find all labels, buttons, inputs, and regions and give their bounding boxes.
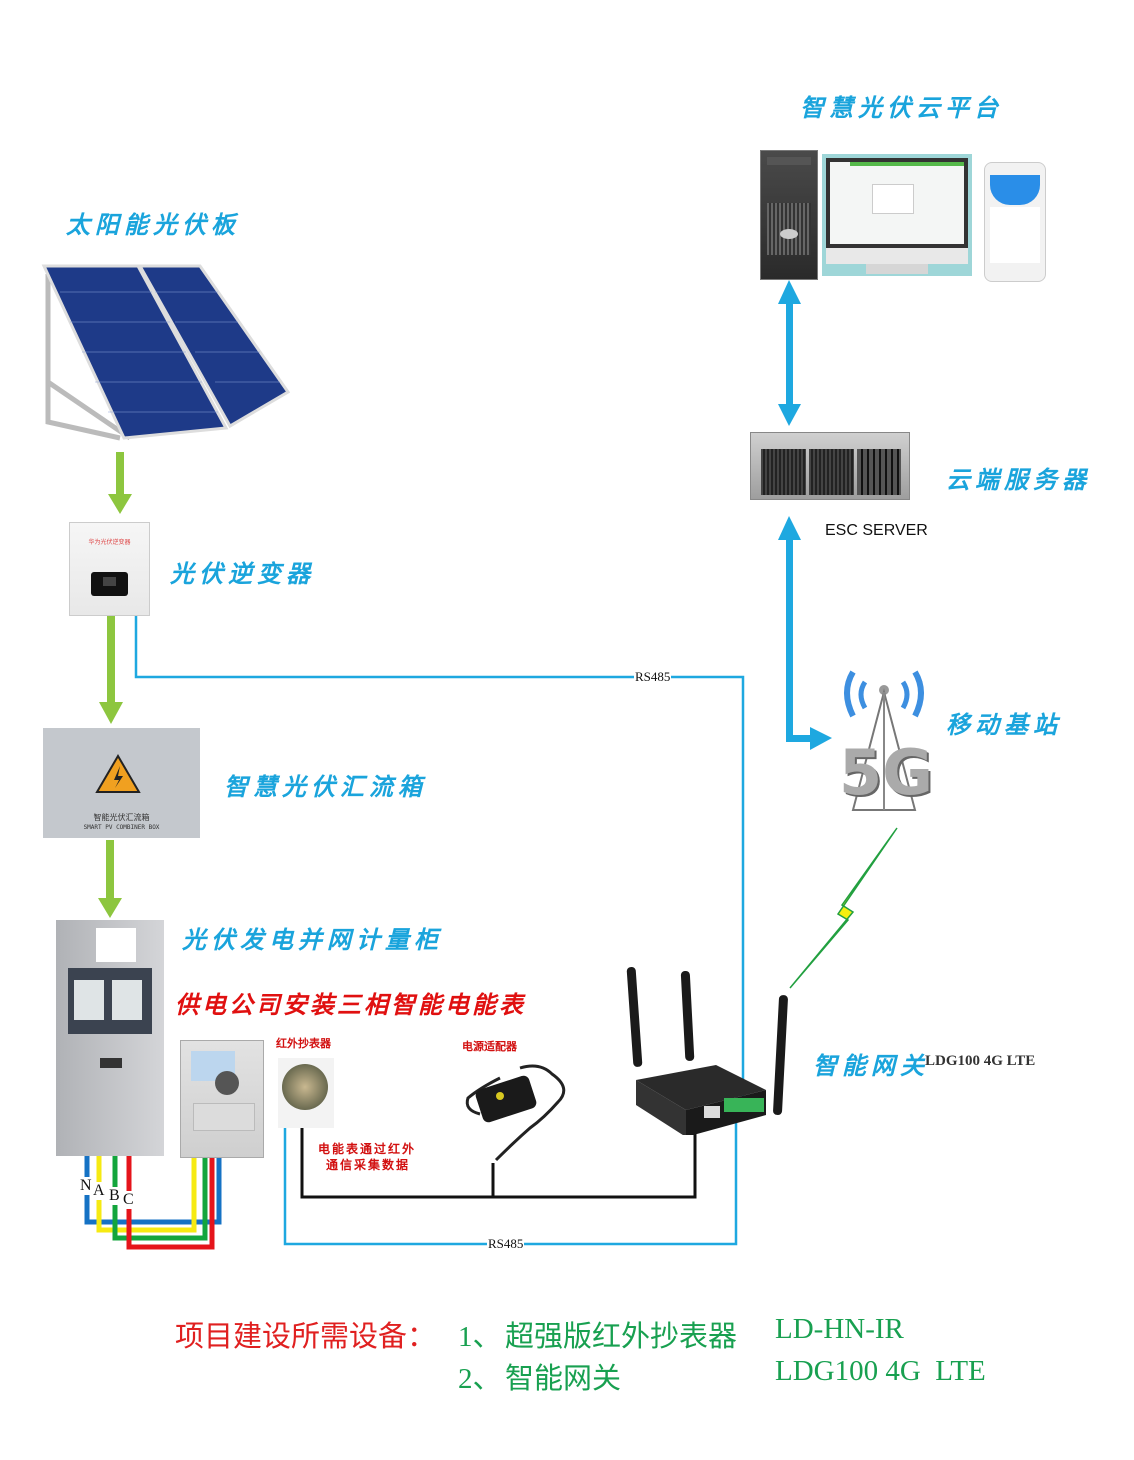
wire-n	[84, 1156, 222, 1225]
data-arrow-basestation-server	[778, 516, 832, 750]
ir-note-line1: 电能表通过红外	[318, 1142, 417, 1156]
smart-gateway-image	[626, 965, 796, 1137]
utility-meter-label: 供电公司安装三相智能电能表	[175, 990, 526, 1019]
wireless-signal-bolt-icon	[789, 827, 898, 989]
requirement-item-1-index: 1、	[458, 1321, 502, 1353]
cloud-server-label: 云端服务器	[946, 465, 1091, 494]
phase-wires	[84, 1156, 222, 1250]
ir-note-line2: 通信采集数据	[326, 1158, 411, 1172]
combiner-box-image: 智能光伏汇流箱 SMART PV COMBINER BOX	[43, 728, 200, 838]
requirement-item-2-index: 2、	[458, 1363, 502, 1395]
combiner-box-label: 智慧光伏汇流箱	[224, 772, 427, 801]
inverter-label: 光伏逆变器	[170, 559, 315, 588]
power-adapter-label: 电源适配器	[462, 1040, 517, 1053]
power-flow-arrow-panel-to-inverter	[108, 452, 132, 514]
power-flow-arrow-inverter-to-combiner	[99, 616, 123, 724]
requirement-item-1-name: 超强版红外抄表器	[505, 1321, 738, 1353]
requirements-title: 项目建设所需设备：	[175, 1321, 437, 1353]
rack-server-image	[750, 432, 910, 500]
rs485-line-inverter-gateway	[134, 616, 745, 1110]
metering-cabinet-image	[56, 920, 164, 1156]
esc-server-label: ESC SERVER	[825, 522, 928, 539]
ir-reader-image	[278, 1058, 334, 1128]
phase-label-a: A	[93, 1182, 105, 1200]
metering-cabinet-label: 光伏发电并网计量柜	[182, 925, 443, 954]
solar-panel-label: 太阳能光伏板	[66, 210, 240, 239]
wire-c	[126, 1156, 215, 1250]
inverter-image: 华为光伏逆变器	[69, 522, 150, 616]
requirement-item-2-name: 智能网关	[505, 1363, 622, 1395]
solar-panel-image	[40, 262, 291, 442]
ir-reader-label: 红外抄表器	[276, 1037, 331, 1050]
power-flow-arrow-combiner-to-cabinet	[98, 840, 122, 918]
power-adapter-image	[460, 1058, 580, 1164]
requirement-item-2-model: LDG100 4G LTE	[775, 1355, 986, 1387]
three-phase-meter-image	[180, 1040, 264, 1158]
combiner-plate-cn: 智能光伏汇流箱	[93, 813, 150, 822]
high-voltage-warning-icon	[95, 754, 141, 793]
gateway-label: 智能网关	[813, 1051, 929, 1080]
desktop-monitor-image	[822, 154, 972, 276]
phase-label-n: N	[80, 1177, 92, 1195]
data-arrow-platform-server	[778, 280, 801, 426]
gateway-model-label: LDG100 4G LTE	[925, 1053, 1036, 1069]
rs485-label-top: RS485	[634, 669, 672, 684]
smartphone-app-image	[984, 162, 1046, 282]
phase-label-c: C	[123, 1191, 134, 1209]
tower-server-image	[760, 150, 818, 280]
power-line-adapter-gateway	[300, 1128, 697, 1199]
base-station-5g-image: 5G	[833, 660, 935, 815]
requirement-item-1-model: LD-HN-IR	[775, 1313, 904, 1345]
combiner-plate-en: SMART PV COMBINER BOX	[83, 824, 160, 831]
base-station-label: 移动基站	[946, 710, 1062, 739]
phase-label-b: B	[109, 1187, 120, 1205]
cloud-platform-label: 智慧光伏云平台	[800, 93, 1003, 122]
rs485-label-bottom: RS485	[487, 1236, 525, 1251]
inverter-brand-plate: 华为光伏逆变器	[88, 539, 131, 546]
base-station-5g-text: 5G	[839, 736, 934, 809]
